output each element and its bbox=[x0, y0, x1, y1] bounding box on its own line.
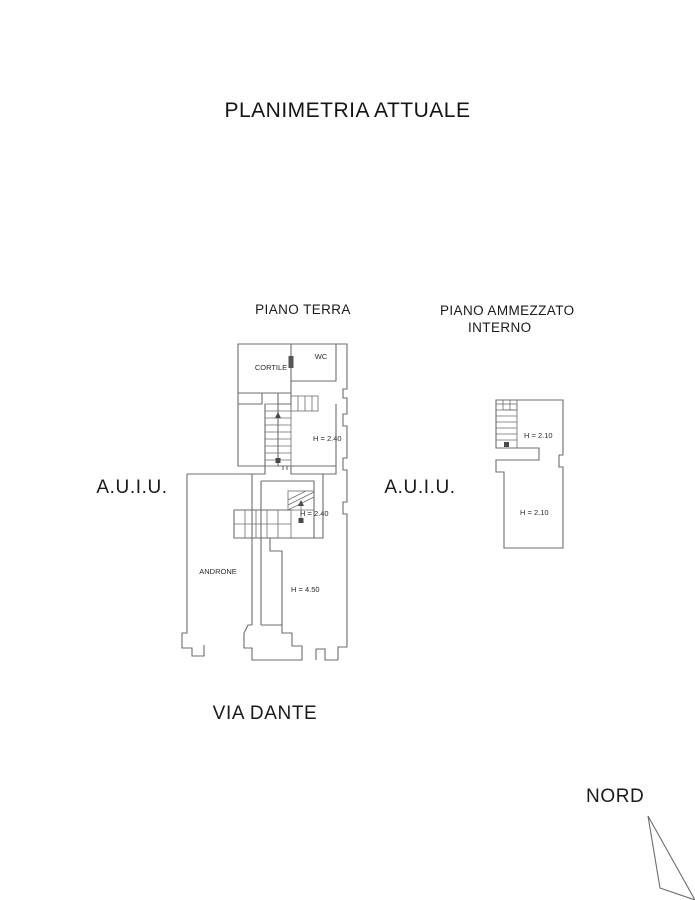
upper-stair-flight bbox=[264, 403, 292, 467]
upper-stair-arrow bbox=[275, 412, 281, 418]
upper-stair-start-marker bbox=[275, 458, 281, 463]
upper-staircase bbox=[264, 395, 319, 467]
upper-stair-winder-treads bbox=[297, 396, 313, 411]
mezzanine-stair-flight bbox=[495, 403, 518, 449]
mezzanine-stair-start-marker bbox=[504, 442, 509, 447]
height-label-mezzanine-upper: H = 2.10 bbox=[524, 431, 553, 440]
height-label-lower-stair: H = 2.40 bbox=[300, 509, 329, 518]
central-pilaster-footing bbox=[243, 624, 303, 661]
lower-stair-start-marker bbox=[298, 518, 304, 523]
wc-door-jamb bbox=[288, 356, 294, 368]
height-label-mezzanine-lower: H = 2.10 bbox=[520, 508, 549, 517]
north-arrow-icon bbox=[647, 815, 695, 900]
page-title: PLANIMETRIA ATTUALE bbox=[224, 99, 471, 122]
cortile-lower-wall-left bbox=[237, 393, 263, 405]
section-label-ground-floor: PIANO TERRA bbox=[255, 302, 351, 317]
door-opening-marker bbox=[282, 466, 288, 470]
lower-stair-arrow bbox=[298, 500, 304, 506]
upper-left-bottom-wall bbox=[187, 466, 266, 475]
lower-stair-treads bbox=[244, 510, 279, 538]
room-label-cortile: CORTILE bbox=[255, 363, 287, 372]
section-label-mezzanine-line1: PIANO AMMEZZATO bbox=[440, 303, 575, 318]
room-label-androne: ANDRONE bbox=[199, 567, 237, 576]
upper-stair-winder bbox=[290, 395, 319, 412]
mezzanine-outline bbox=[495, 399, 564, 549]
mezzanine-staircase bbox=[495, 399, 518, 449]
upper-chamber-bottom-wall bbox=[290, 466, 337, 475]
lower-stair-chamber-right bbox=[314, 481, 324, 539]
adjacency-label-right: A.U.I.U. bbox=[384, 477, 456, 498]
cortile-right-wall bbox=[336, 343, 348, 381]
corridor-right-wall bbox=[269, 538, 283, 625]
right-pilaster-footing bbox=[315, 648, 338, 661]
compass-label: NORD bbox=[586, 786, 645, 807]
adjacency-label-left: A.U.I.U. bbox=[96, 477, 168, 498]
height-label-androne: H = 4.50 bbox=[291, 585, 320, 594]
section-label-mezzanine-line2: INTERNO bbox=[468, 320, 532, 335]
section-label-mezzanine: PIANO AMMEZZATO INTERNO bbox=[440, 302, 640, 336]
right-outer-wall bbox=[337, 381, 348, 660]
height-label-upper-stair: H = 2.40 bbox=[313, 434, 342, 443]
room-label-wc: WC bbox=[315, 352, 328, 361]
lower-staircase bbox=[233, 490, 315, 539]
androne-left-wall bbox=[181, 474, 205, 657]
street-label: VIA DANTE bbox=[212, 703, 318, 724]
mezzanine-walls bbox=[495, 399, 564, 549]
